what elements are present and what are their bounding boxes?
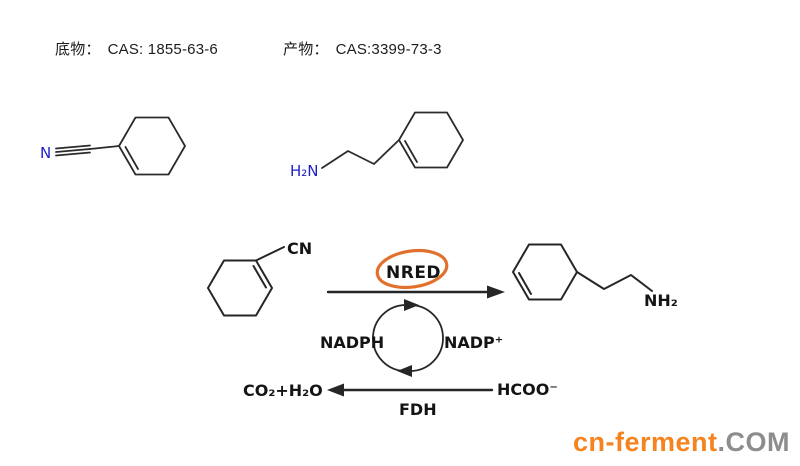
enzyme-highlight-circle bbox=[375, 248, 449, 290]
product-cas: CAS:3399-73-3 bbox=[335, 41, 442, 58]
product-header: 产物： CAS:3399-73-3 bbox=[283, 38, 442, 59]
ring-double-bond bbox=[404, 140, 418, 163]
nitrile-nitrogen-label: N bbox=[40, 144, 51, 162]
arrow-head bbox=[327, 383, 344, 397]
nadph-label: NADPH bbox=[320, 333, 384, 352]
ring-double-bond bbox=[518, 272, 532, 295]
cofactor-cycle: NADPH NADP⁺ bbox=[320, 299, 503, 377]
single-bond bbox=[255, 246, 285, 262]
watermark: cn-ferment.COM bbox=[573, 427, 790, 458]
product-structure: H₂N bbox=[290, 111, 464, 180]
formate-label: HCOO⁻ bbox=[497, 380, 558, 399]
triple-bond-line bbox=[55, 148, 91, 153]
cycle-arc-right bbox=[409, 304, 444, 372]
scheme-substrate-molecule: CN bbox=[207, 239, 312, 317]
triple-bond-line bbox=[55, 151, 91, 157]
ring-double-bond bbox=[124, 146, 139, 170]
cyclohexene-ring bbox=[398, 111, 464, 169]
ethyl-chain bbox=[576, 271, 653, 292]
ring-double-bond bbox=[252, 265, 267, 289]
watermark-tld: .COM bbox=[717, 427, 790, 457]
substrate-label: 底物： bbox=[55, 41, 101, 58]
single-bond bbox=[89, 145, 120, 150]
ethyl-chain bbox=[321, 139, 400, 169]
enzyme-label: NRED bbox=[386, 263, 441, 283]
cycle-arc-left bbox=[372, 304, 407, 372]
regeneration-reaction: CO₂+H₂O HCOO⁻ FDH bbox=[243, 380, 558, 419]
product-label: 产物： bbox=[283, 41, 329, 58]
substrate-header: 底物： CAS: 1855-63-6 bbox=[55, 38, 218, 59]
cyclohexene-ring bbox=[512, 243, 578, 301]
triple-bond-line bbox=[55, 144, 91, 150]
fdh-label: FDH bbox=[399, 400, 437, 419]
nitrile-group-label: CN bbox=[287, 239, 312, 258]
co2-h2o-label: CO₂+H₂O bbox=[243, 381, 323, 400]
cyclohexene-ring bbox=[207, 259, 273, 317]
watermark-name: cn-ferment bbox=[572, 427, 718, 457]
cycle-arrow-head bbox=[404, 299, 419, 311]
cyclohexene-ring bbox=[118, 116, 186, 176]
scheme-product-molecule: NH₂ bbox=[512, 243, 678, 310]
amine-group-label: H₂N bbox=[290, 162, 319, 180]
amine-group-label: NH₂ bbox=[644, 291, 678, 310]
nadp-label: NADP⁺ bbox=[444, 333, 503, 352]
enzyme-annotation: NRED bbox=[375, 248, 449, 290]
reaction-arrow bbox=[326, 285, 505, 299]
substrate-structure: N bbox=[40, 116, 186, 176]
substrate-cas: CAS: 1855-63-6 bbox=[107, 41, 218, 58]
arrow-head bbox=[487, 285, 505, 299]
